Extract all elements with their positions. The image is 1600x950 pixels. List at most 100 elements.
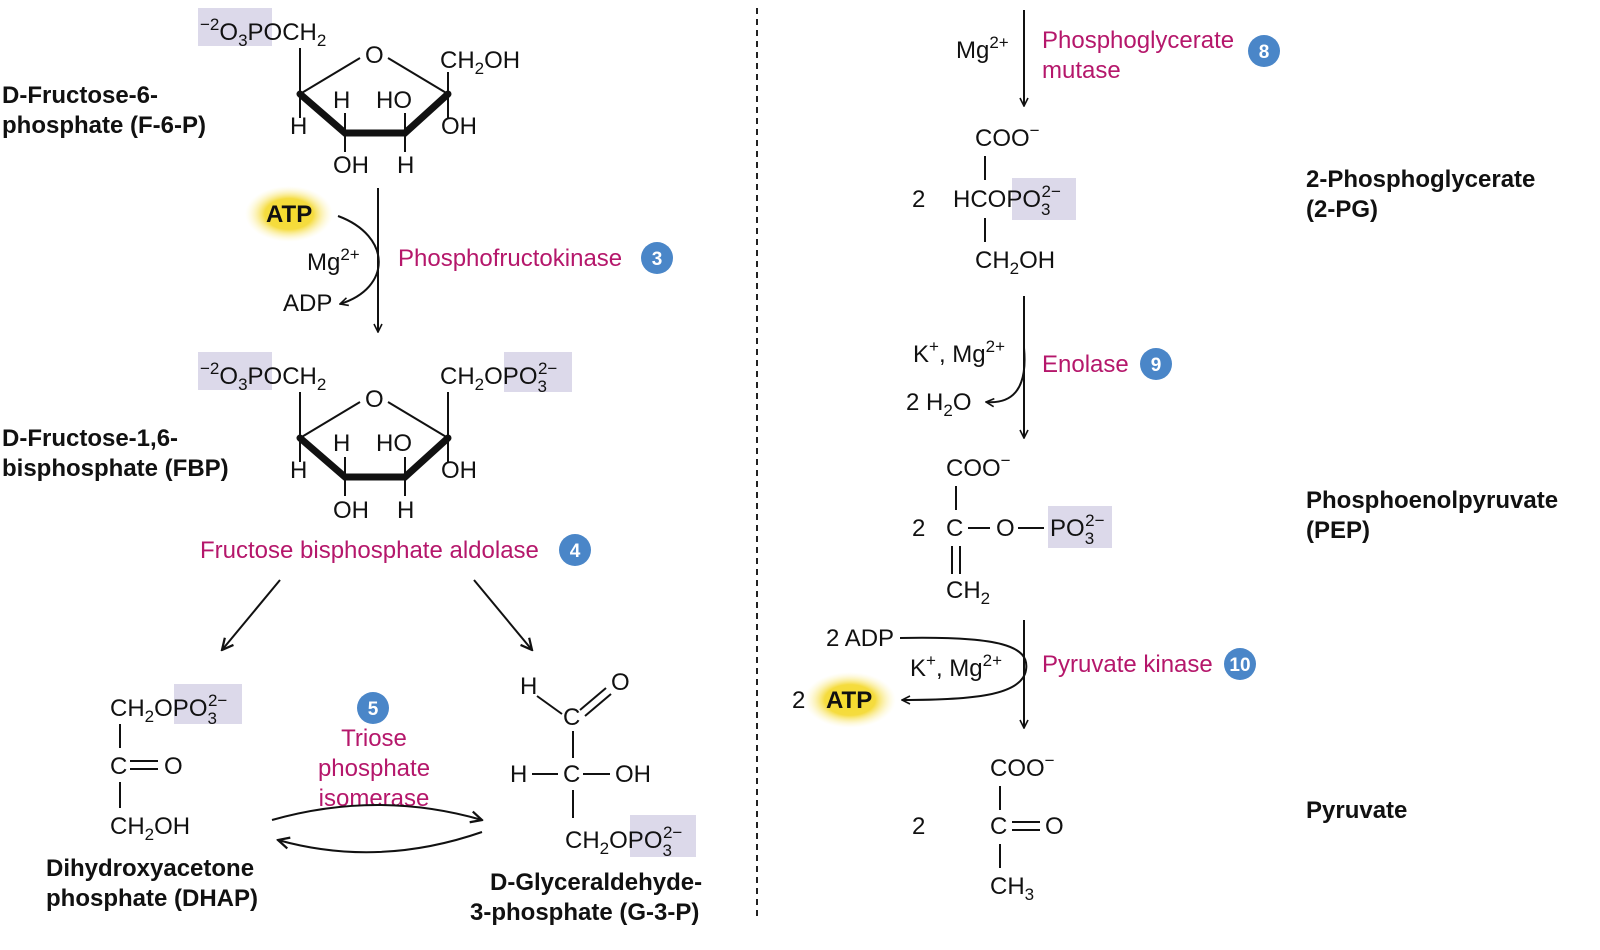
step-8-badge	[1248, 35, 1280, 67]
c3-h: H	[397, 497, 414, 524]
pg2-middle: HCOPO32−	[953, 182, 1061, 219]
pg2-top: COO−	[975, 121, 1040, 152]
step-9-badge	[1140, 348, 1172, 380]
phosphate-box-right	[504, 352, 572, 392]
atp-label: ATP	[826, 687, 872, 714]
pyruvate-name: Pyruvate	[1306, 797, 1407, 824]
dhap-bottom: CH2OH	[110, 813, 190, 844]
c4-oh: OH	[441, 457, 477, 484]
isomerase-line1: Triose	[341, 725, 407, 752]
ch2oh-group: CH2OH	[440, 47, 520, 78]
glyceraldehyde-3-phosphate: H C O H C OH CH2OPO32− D-Glyceraldehyde-…	[470, 669, 702, 926]
step-4-badge-number: 4	[570, 541, 581, 562]
pg2-coefficient: 2	[912, 186, 925, 213]
mg-label: Mg2+	[956, 33, 1009, 64]
step-5-triose-phosphate-isomerase: 5 Triose phosphate isomerase	[271, 692, 482, 854]
c3-ho: HO	[376, 87, 412, 114]
pyruvate: COO− 2 C O CH3 Pyruvate	[912, 751, 1407, 904]
step-5-badge-number: 5	[368, 699, 379, 720]
g3p-c2: C	[563, 761, 580, 788]
adp-label: ADP	[283, 290, 332, 317]
pyruvate-top: COO−	[990, 751, 1055, 782]
pep-coefficient: 2	[912, 515, 925, 542]
mutase-line1: Phosphoglycerate	[1042, 27, 1234, 54]
g3p-h: H	[510, 761, 527, 788]
f6p-phosphate-group: −2O3POCH2	[200, 15, 326, 50]
fbp-name-line1: D-Fructose-1,6-	[2, 425, 178, 452]
mg-label: Mg2+	[307, 245, 360, 276]
adp-label: 2 ADP	[826, 625, 894, 652]
ring-oxygen: O	[365, 386, 384, 413]
step-5-badge	[357, 692, 389, 724]
phosphate-box	[1048, 506, 1112, 548]
water-label: 2 H2O	[906, 389, 972, 420]
phosphate-box	[174, 684, 242, 724]
c4-oh: OH	[441, 113, 477, 140]
step-8-badge-number: 8	[1259, 42, 1270, 63]
step-3-phosphofructokinase: ATP Mg2+ ADP Phosphofructokinase 3	[245, 186, 673, 332]
phosphofructokinase-label: Phosphofructokinase	[398, 245, 622, 272]
step-4-aldolase: Fructose bisphosphate aldolase 4	[200, 534, 591, 650]
g3p-oh: OH	[615, 761, 651, 788]
f6p-name-line2: phosphate (F-6-P)	[2, 112, 206, 139]
pg2-name-line2: (2-PG)	[1306, 196, 1378, 223]
mutase-line2: mutase	[1042, 57, 1121, 84]
f6p-name-line1: D-Fructose-6-	[2, 82, 158, 109]
dihydroxyacetone-phosphate: CH2OPO32− C O CH2OH Dihydroxyacetone pho…	[46, 684, 258, 912]
dhap-top: CH2OPO32−	[110, 691, 227, 728]
cofactors-label: K+, Mg2+	[910, 651, 1002, 682]
g3p-aldehyde-o: O	[611, 669, 630, 696]
g3p-aldehyde-h: H	[520, 673, 537, 700]
isomerase-line2: phosphate	[318, 755, 430, 782]
2-phosphoglycerate: COO− 2 HCOPO32− CH2OH 2-Phosphoglycerate…	[912, 121, 1535, 278]
pyruvate-coefficient: 2	[912, 813, 925, 840]
pep-bottom: CH2	[946, 577, 990, 608]
dhap-name-line1: Dihydroxyacetone	[46, 855, 254, 882]
enolase-label: Enolase	[1042, 351, 1129, 378]
pep-carbon: C	[946, 515, 963, 542]
c2-h: H	[333, 430, 350, 457]
step-8-phosphoglycerate-mutase: Mg2+ Phosphoglycerate mutase 8	[956, 10, 1280, 106]
pep-top: COO−	[946, 451, 1011, 482]
pyruvate-kinase-label: Pyruvate kinase	[1042, 651, 1213, 678]
c1-h: H	[290, 113, 307, 140]
cofactors-label: K+, Mg2+	[913, 337, 1005, 368]
phosphate-box-left	[198, 352, 272, 390]
c1-oh: OH	[333, 152, 369, 179]
step-10-badge-number: 10	[1229, 655, 1250, 676]
pyruvate-carbonyl-c: C	[990, 813, 1007, 840]
c3-ho: HO	[376, 430, 412, 457]
atp-label: ATP	[266, 201, 312, 228]
g3p-name-line2: 3-phosphate (G-3-P)	[470, 899, 699, 926]
fructose-1-6-bisphosphate: −2O3POCH2 CH2OPO32− O H HO OH H OH H D-F…	[2, 352, 572, 524]
step-9-enolase: K+, Mg2+ 2 H2O Enolase 9	[906, 296, 1172, 438]
c2-h: H	[333, 87, 350, 114]
aldolase-label: Fructose bisphosphate aldolase	[200, 537, 539, 564]
atp-glow	[245, 186, 333, 242]
g3p-c1: C	[563, 704, 580, 731]
g3p-name-line1: D-Glyceraldehyde-	[490, 869, 702, 896]
phosphate-box	[630, 815, 696, 857]
step-9-badge-number: 9	[1151, 355, 1162, 376]
step-4-badge	[559, 534, 591, 566]
step-3-badge	[641, 242, 673, 274]
dhap-carbonyl-o: O	[164, 753, 183, 780]
fructose-6-phosphate: −2O3POCH2 O CH2OH H HO OH H OH H D-Fruct…	[2, 8, 520, 179]
pyruvate-carbonyl-o: O	[1045, 813, 1064, 840]
dhap-carbonyl-c: C	[110, 753, 127, 780]
c3-h: H	[397, 152, 414, 179]
ring-oxygen: O	[365, 42, 384, 69]
phosphate-box	[198, 8, 272, 46]
step-10-badge	[1224, 648, 1256, 680]
atp-glow	[804, 672, 896, 728]
pep-name-line2: (PEP)	[1306, 517, 1370, 544]
step-3-badge-number: 3	[652, 249, 663, 270]
fbp-left-phosphate: −2O3POCH2	[200, 359, 326, 394]
pep-name-line1: Phosphoenolpyruvate	[1306, 487, 1558, 514]
step-10-pyruvate-kinase: 2 ADP K+, Mg2+ 2 ATP Pyruvate kinase 10	[792, 620, 1256, 728]
pyruvate-bottom: CH3	[990, 873, 1034, 904]
fbp-name-line2: bisphosphate (FBP)	[2, 455, 229, 482]
c1-h: H	[290, 457, 307, 484]
